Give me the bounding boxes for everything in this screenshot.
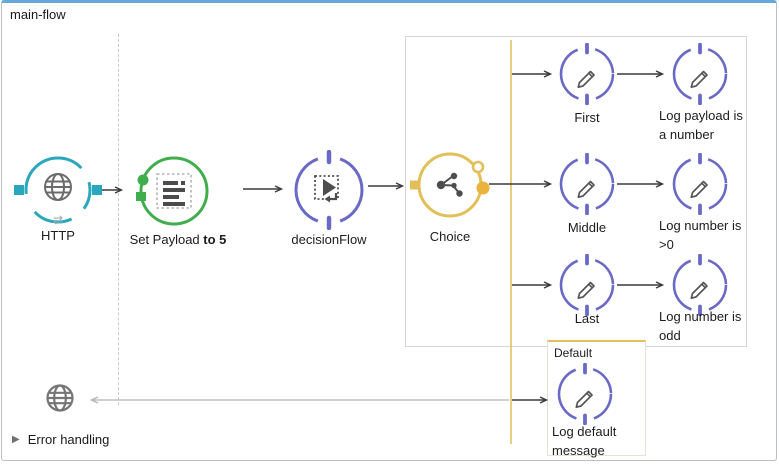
set-payload-circle	[139, 156, 209, 226]
globe-icon	[44, 173, 72, 201]
error-http-globe-icon[interactable]	[39, 378, 81, 420]
set-payload-node[interactable]	[130, 151, 218, 233]
logger-default-node[interactable]	[554, 363, 616, 425]
logger-first-node[interactable]	[556, 43, 618, 105]
choice-branch-icon	[436, 172, 463, 197]
pencil-icon	[690, 180, 708, 199]
pencil-icon	[575, 390, 593, 409]
choice-input-port	[410, 180, 419, 190]
logger-number-odd-label: Log number is odd	[659, 309, 742, 343]
logger-number-gt0-label: Log number is >0	[659, 218, 742, 252]
logger-default-label: Log default message	[552, 424, 617, 458]
flow-title: main-flow	[10, 7, 66, 22]
pencil-icon	[577, 70, 595, 89]
pencil-icon	[690, 281, 708, 300]
choice-label: Choice	[429, 229, 471, 244]
choice-active-port	[476, 181, 490, 195]
logger-number-gt0-node[interactable]	[669, 153, 731, 215]
set-payload-label: Set Payload to 5	[98, 231, 258, 250]
error-handling-section[interactable]: ▶ Error handling	[12, 432, 109, 447]
http-circle	[24, 156, 92, 224]
flow-reference-icon	[314, 175, 339, 203]
default-scope-label: Default	[554, 346, 593, 360]
logger-number-odd-node[interactable]	[669, 254, 731, 316]
logger-middle-node[interactable]	[556, 153, 618, 215]
pencil-icon	[577, 281, 595, 300]
choice-open-port	[471, 160, 485, 174]
logger-middle-label: Middle	[567, 220, 607, 235]
error-handling-label: Error handling	[27, 432, 110, 447]
logger-last-label: Last	[574, 311, 600, 326]
flow-reference-circle	[294, 155, 364, 225]
http-listener-node[interactable]: ⇄	[12, 149, 104, 231]
choice-scope-box[interactable]	[405, 36, 747, 347]
set-payload-dot	[137, 174, 149, 186]
set-payload-label-value: to 5	[203, 232, 227, 247]
set-payload-port	[136, 192, 146, 201]
set-payload-label-text: Set Payload	[129, 232, 200, 247]
source-separator-line	[118, 34, 119, 405]
logger-first-label: First	[574, 110, 600, 125]
flow-reference-label: decisionFlow	[291, 232, 367, 247]
pencil-icon	[690, 70, 708, 89]
logger-payload-number-label: Log payload is a number	[659, 108, 743, 142]
http-output-port	[92, 185, 102, 195]
flow-reference-node[interactable]	[289, 150, 369, 230]
pencil-icon	[577, 180, 595, 199]
logger-payload-number-node[interactable]	[669, 43, 731, 105]
default-scope-box[interactable]: Default	[547, 340, 646, 456]
http-input-port	[14, 185, 24, 195]
http-label: HTTP	[41, 228, 75, 243]
choice-router-node[interactable]	[405, 147, 505, 229]
logger-last-node[interactable]	[556, 254, 618, 316]
exchange-arrows-icon: ⇄	[53, 213, 63, 227]
collapse-triangle-icon[interactable]: ▶	[12, 434, 20, 445]
set-payload-icon	[156, 173, 192, 209]
